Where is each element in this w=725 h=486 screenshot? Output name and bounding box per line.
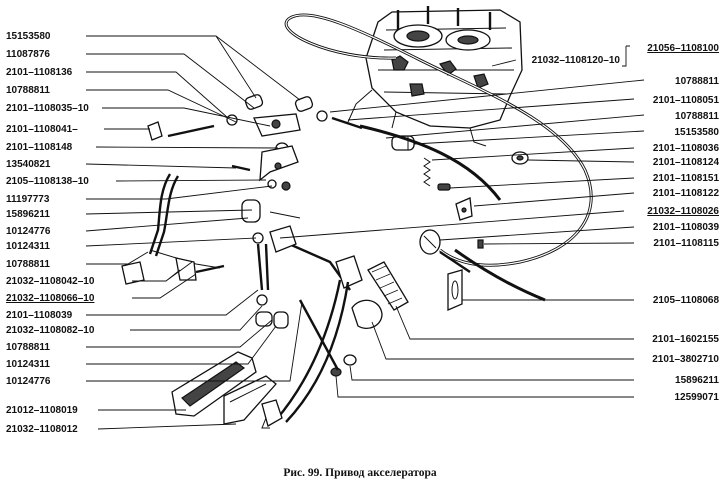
figure-caption: Рис. 99. Привод акселератора bbox=[283, 467, 436, 479]
label-left-18: 10788811 bbox=[6, 342, 50, 353]
labels-right: 21056–1108100 21032–1108120–10 10788811 … bbox=[532, 43, 720, 403]
labels-left: 15153580 11087876 2101–1108136 10788811 … bbox=[6, 31, 95, 435]
label-left-0: 15153580 bbox=[6, 31, 51, 42]
label-left-12: 10124311 bbox=[6, 241, 50, 252]
top-right-bracket bbox=[622, 45, 630, 67]
label-left-7: 13540821 bbox=[6, 159, 51, 170]
label-left-10: 15896211 bbox=[6, 209, 50, 220]
label-right-2: 10788811 bbox=[675, 76, 719, 87]
label-left-11: 10124776 bbox=[6, 226, 51, 237]
label-right-0: 21056–1108100 bbox=[647, 43, 719, 54]
label-left-14: 21032–1108042–10 bbox=[6, 276, 95, 287]
label-left-21: 21012–1108019 bbox=[6, 405, 78, 416]
label-left-19: 10124311 bbox=[6, 359, 50, 370]
label-right-12: 2101–1108115 bbox=[653, 238, 719, 249]
label-left-8: 2105–1108138–10 bbox=[6, 176, 89, 187]
leaders-left bbox=[85, 35, 303, 430]
label-right-6: 2101–1108036 bbox=[653, 143, 720, 154]
label-left-22: 21032–1108012 bbox=[6, 424, 78, 435]
label-right-15: 2101–3802710 bbox=[652, 354, 719, 365]
label-left-17: 21032–1108082–10 bbox=[6, 325, 95, 336]
pedal-pads bbox=[171, 351, 277, 425]
label-left-4: 2101–1108035–10 bbox=[6, 103, 89, 114]
leaders-right bbox=[279, 59, 645, 398]
accelerator-cable bbox=[284, 13, 593, 302]
label-left-13: 10788811 bbox=[6, 259, 50, 270]
label-left-1: 11087876 bbox=[6, 49, 50, 60]
label-right-4: 10788811 bbox=[675, 111, 719, 122]
label-left-16: 2101–1108039 bbox=[6, 310, 73, 321]
label-left-9: 11197773 bbox=[6, 194, 50, 205]
carburetor-drawing bbox=[347, 6, 523, 151]
label-right-8: 2101–1108151 bbox=[653, 173, 720, 184]
label-left-20: 10124776 bbox=[6, 376, 51, 387]
label-right-9: 2101–1108122 bbox=[653, 188, 720, 199]
pedal-shaft-and-arm bbox=[261, 225, 409, 429]
label-right-14: 2101–1602155 bbox=[652, 334, 719, 345]
label-right-10: 21032–1108026 bbox=[647, 206, 719, 217]
label-left-6: 2101–1108148 bbox=[6, 142, 73, 153]
label-right-3: 2101–1108051 bbox=[653, 95, 720, 106]
left-linkage-parts bbox=[121, 94, 363, 329]
label-right-1: 21032–1108120–10 bbox=[532, 55, 621, 66]
label-right-17: 12599071 bbox=[675, 392, 720, 403]
label-right-16: 15896211 bbox=[675, 375, 719, 386]
label-right-7: 2101–1108124 bbox=[653, 157, 720, 168]
right-side-parts bbox=[419, 151, 529, 311]
label-left-3: 10788811 bbox=[6, 85, 50, 96]
label-left-2: 2101–1108136 bbox=[6, 67, 73, 78]
label-left-15: 21032–1108066–10 bbox=[6, 293, 95, 304]
label-left-5: 2101–1108041– bbox=[6, 124, 78, 135]
label-right-5: 15153580 bbox=[675, 127, 720, 138]
label-right-11: 2101–1108039 bbox=[653, 222, 720, 233]
label-right-13: 2105–1108068 bbox=[653, 295, 720, 306]
